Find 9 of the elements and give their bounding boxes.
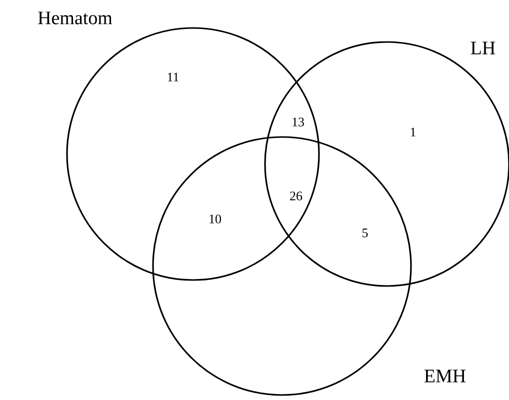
set-label: Hematom: [38, 12, 112, 24]
set-label: LH: [470, 42, 496, 54]
count-label: 11: [168, 72, 178, 82]
count-label: 5: [362, 228, 368, 238]
count-label: 1: [410, 128, 416, 136]
count-label: 10: [210, 214, 221, 224]
count-label: 13: [292, 118, 304, 126]
count-label: 26: [290, 192, 302, 200]
set-label: EMH: [424, 370, 466, 382]
